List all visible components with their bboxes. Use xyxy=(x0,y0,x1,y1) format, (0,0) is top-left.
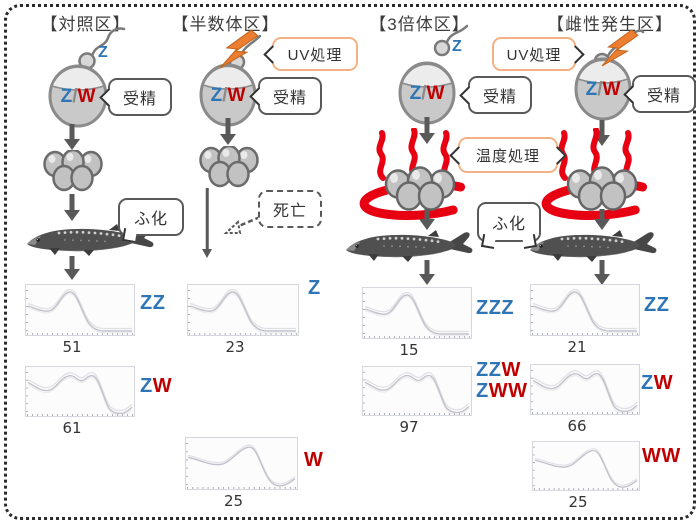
death-pointer-icon xyxy=(223,215,261,234)
sperm-tail xyxy=(445,24,469,44)
sample-count: 97 xyxy=(399,418,419,436)
genotype-label: ZZ xyxy=(140,292,166,314)
genotype-label: ZZW ZWW xyxy=(476,359,528,402)
down-arrow xyxy=(419,117,435,144)
heat-treatment-eggs xyxy=(538,128,670,220)
fertilization-bubble: 受精 xyxy=(459,76,532,114)
down-arrow xyxy=(419,209,435,230)
temperature-treatment-bubble: 温度処理 xyxy=(449,137,567,173)
egg-cap xyxy=(51,66,105,91)
egg-cap xyxy=(401,63,453,88)
genotype-label: WW xyxy=(642,445,681,467)
sperm-genotype-label: Z xyxy=(452,38,462,55)
sample-count: 23 xyxy=(225,338,245,356)
melt-curve-chart-z xyxy=(187,284,299,336)
sample-count: 51 xyxy=(62,338,82,356)
genotype-label: ZW xyxy=(641,372,674,394)
melt-curve-chart-zzz xyxy=(362,287,472,339)
egg-sperm-illustration xyxy=(574,29,645,121)
egg-genotype-label: Z/W xyxy=(585,79,621,100)
sample-count: 25 xyxy=(223,492,244,510)
column-title-control: 【対照区】 xyxy=(40,15,131,34)
sample-count: 21 xyxy=(567,338,587,356)
melt-curve-chart-zz xyxy=(25,284,135,336)
sturgeon-fish xyxy=(530,230,657,262)
down-arrow xyxy=(594,260,610,285)
melt-curve-chart-ww xyxy=(532,441,640,491)
egg-genotype-label: Z/W xyxy=(409,83,445,104)
egg-sperm-illustration xyxy=(398,24,469,125)
egg-genotype-label: Z/W xyxy=(60,86,96,107)
hatch-bubble: ふ化 xyxy=(118,198,184,244)
melt-curve-chart-zw xyxy=(25,366,135,417)
sturgeon-fish xyxy=(346,230,473,262)
genotype-label: ZZ xyxy=(644,294,670,316)
sperm-tail xyxy=(90,27,126,58)
down-arrow xyxy=(594,120,610,146)
genotype-label: ZZZ xyxy=(476,297,515,319)
melt-curve-chart-w xyxy=(185,437,298,490)
egg-cluster xyxy=(43,150,103,192)
egg-cap xyxy=(577,59,629,84)
down-arrow xyxy=(64,194,80,221)
uv-lightning-icon xyxy=(601,29,639,67)
melt-curve-chart-zz xyxy=(530,284,640,336)
down-arrow xyxy=(594,209,610,230)
column-title-gynogenesis: 【雌性発生区】 xyxy=(547,15,673,34)
egg-sperm-illustration xyxy=(48,27,126,128)
column-title-triploid: 【3倍体区】 xyxy=(369,15,470,34)
uv-lightning-icon xyxy=(219,29,259,69)
death-bubble: 死亡 xyxy=(258,190,322,228)
sample-count: 61 xyxy=(62,419,82,437)
sample-count: 66 xyxy=(567,417,587,435)
melt-curve-chart-zw xyxy=(530,364,640,415)
genotype-label: Z xyxy=(308,277,321,299)
column-title-haploid: 【半数体区】 xyxy=(171,15,280,34)
fertilization-bubble: 受精 xyxy=(623,75,696,113)
sample-count: 15 xyxy=(399,341,419,359)
sperm-genotype-label: Z xyxy=(98,44,108,61)
down-arrow xyxy=(220,118,236,145)
egg-genotype-label: Z/W xyxy=(210,85,246,106)
down-arrow xyxy=(64,256,80,280)
sperm-head xyxy=(433,39,451,57)
egg-cluster xyxy=(199,146,259,188)
dotted-border xyxy=(4,4,696,520)
genotype-label: W xyxy=(304,449,324,471)
death-arrow xyxy=(202,188,212,258)
down-arrow xyxy=(419,260,435,285)
uv-treatment-bubble: UV処理 xyxy=(492,37,585,71)
fertilization-bubble: 受精 xyxy=(99,78,172,116)
melt-curve-chart-zzw-zww xyxy=(362,366,472,416)
uv-treatment-bubble: UV処理 xyxy=(263,37,358,71)
hatch-bubble: ふ化 xyxy=(477,202,541,250)
sample-count: 25 xyxy=(568,493,588,511)
down-arrow xyxy=(64,124,80,150)
fertilization-bubble: 受精 xyxy=(249,77,322,115)
egg-cap xyxy=(202,65,254,90)
genotype-label: ZW xyxy=(140,375,173,397)
